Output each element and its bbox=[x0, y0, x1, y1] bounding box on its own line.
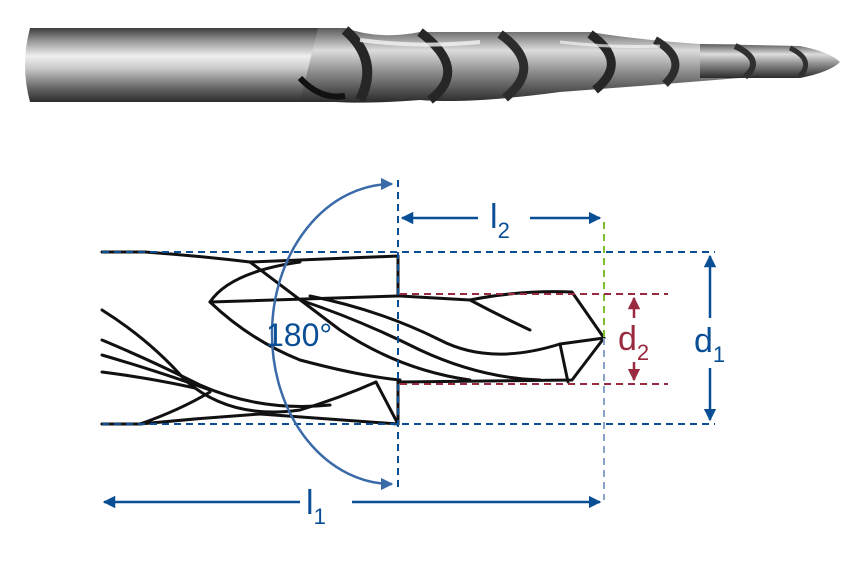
dimension-d1: d1 bbox=[694, 254, 725, 422]
l1-label: l1 bbox=[306, 484, 326, 529]
drill-outline-drawing bbox=[100, 250, 606, 426]
dimension-d2: d2 bbox=[618, 296, 649, 382]
d1-label: d1 bbox=[694, 322, 725, 367]
d2-label: d2 bbox=[618, 320, 649, 365]
angle-label: 180° bbox=[266, 317, 332, 353]
dimension-l1: l1 bbox=[102, 484, 602, 529]
step-drill-bit-photo bbox=[25, 26, 840, 104]
dimension-l2: l2 bbox=[400, 198, 602, 243]
angle-180-indicator: 180° bbox=[266, 177, 394, 491]
l2-label: l2 bbox=[490, 198, 510, 243]
extension-lines bbox=[102, 180, 715, 500]
